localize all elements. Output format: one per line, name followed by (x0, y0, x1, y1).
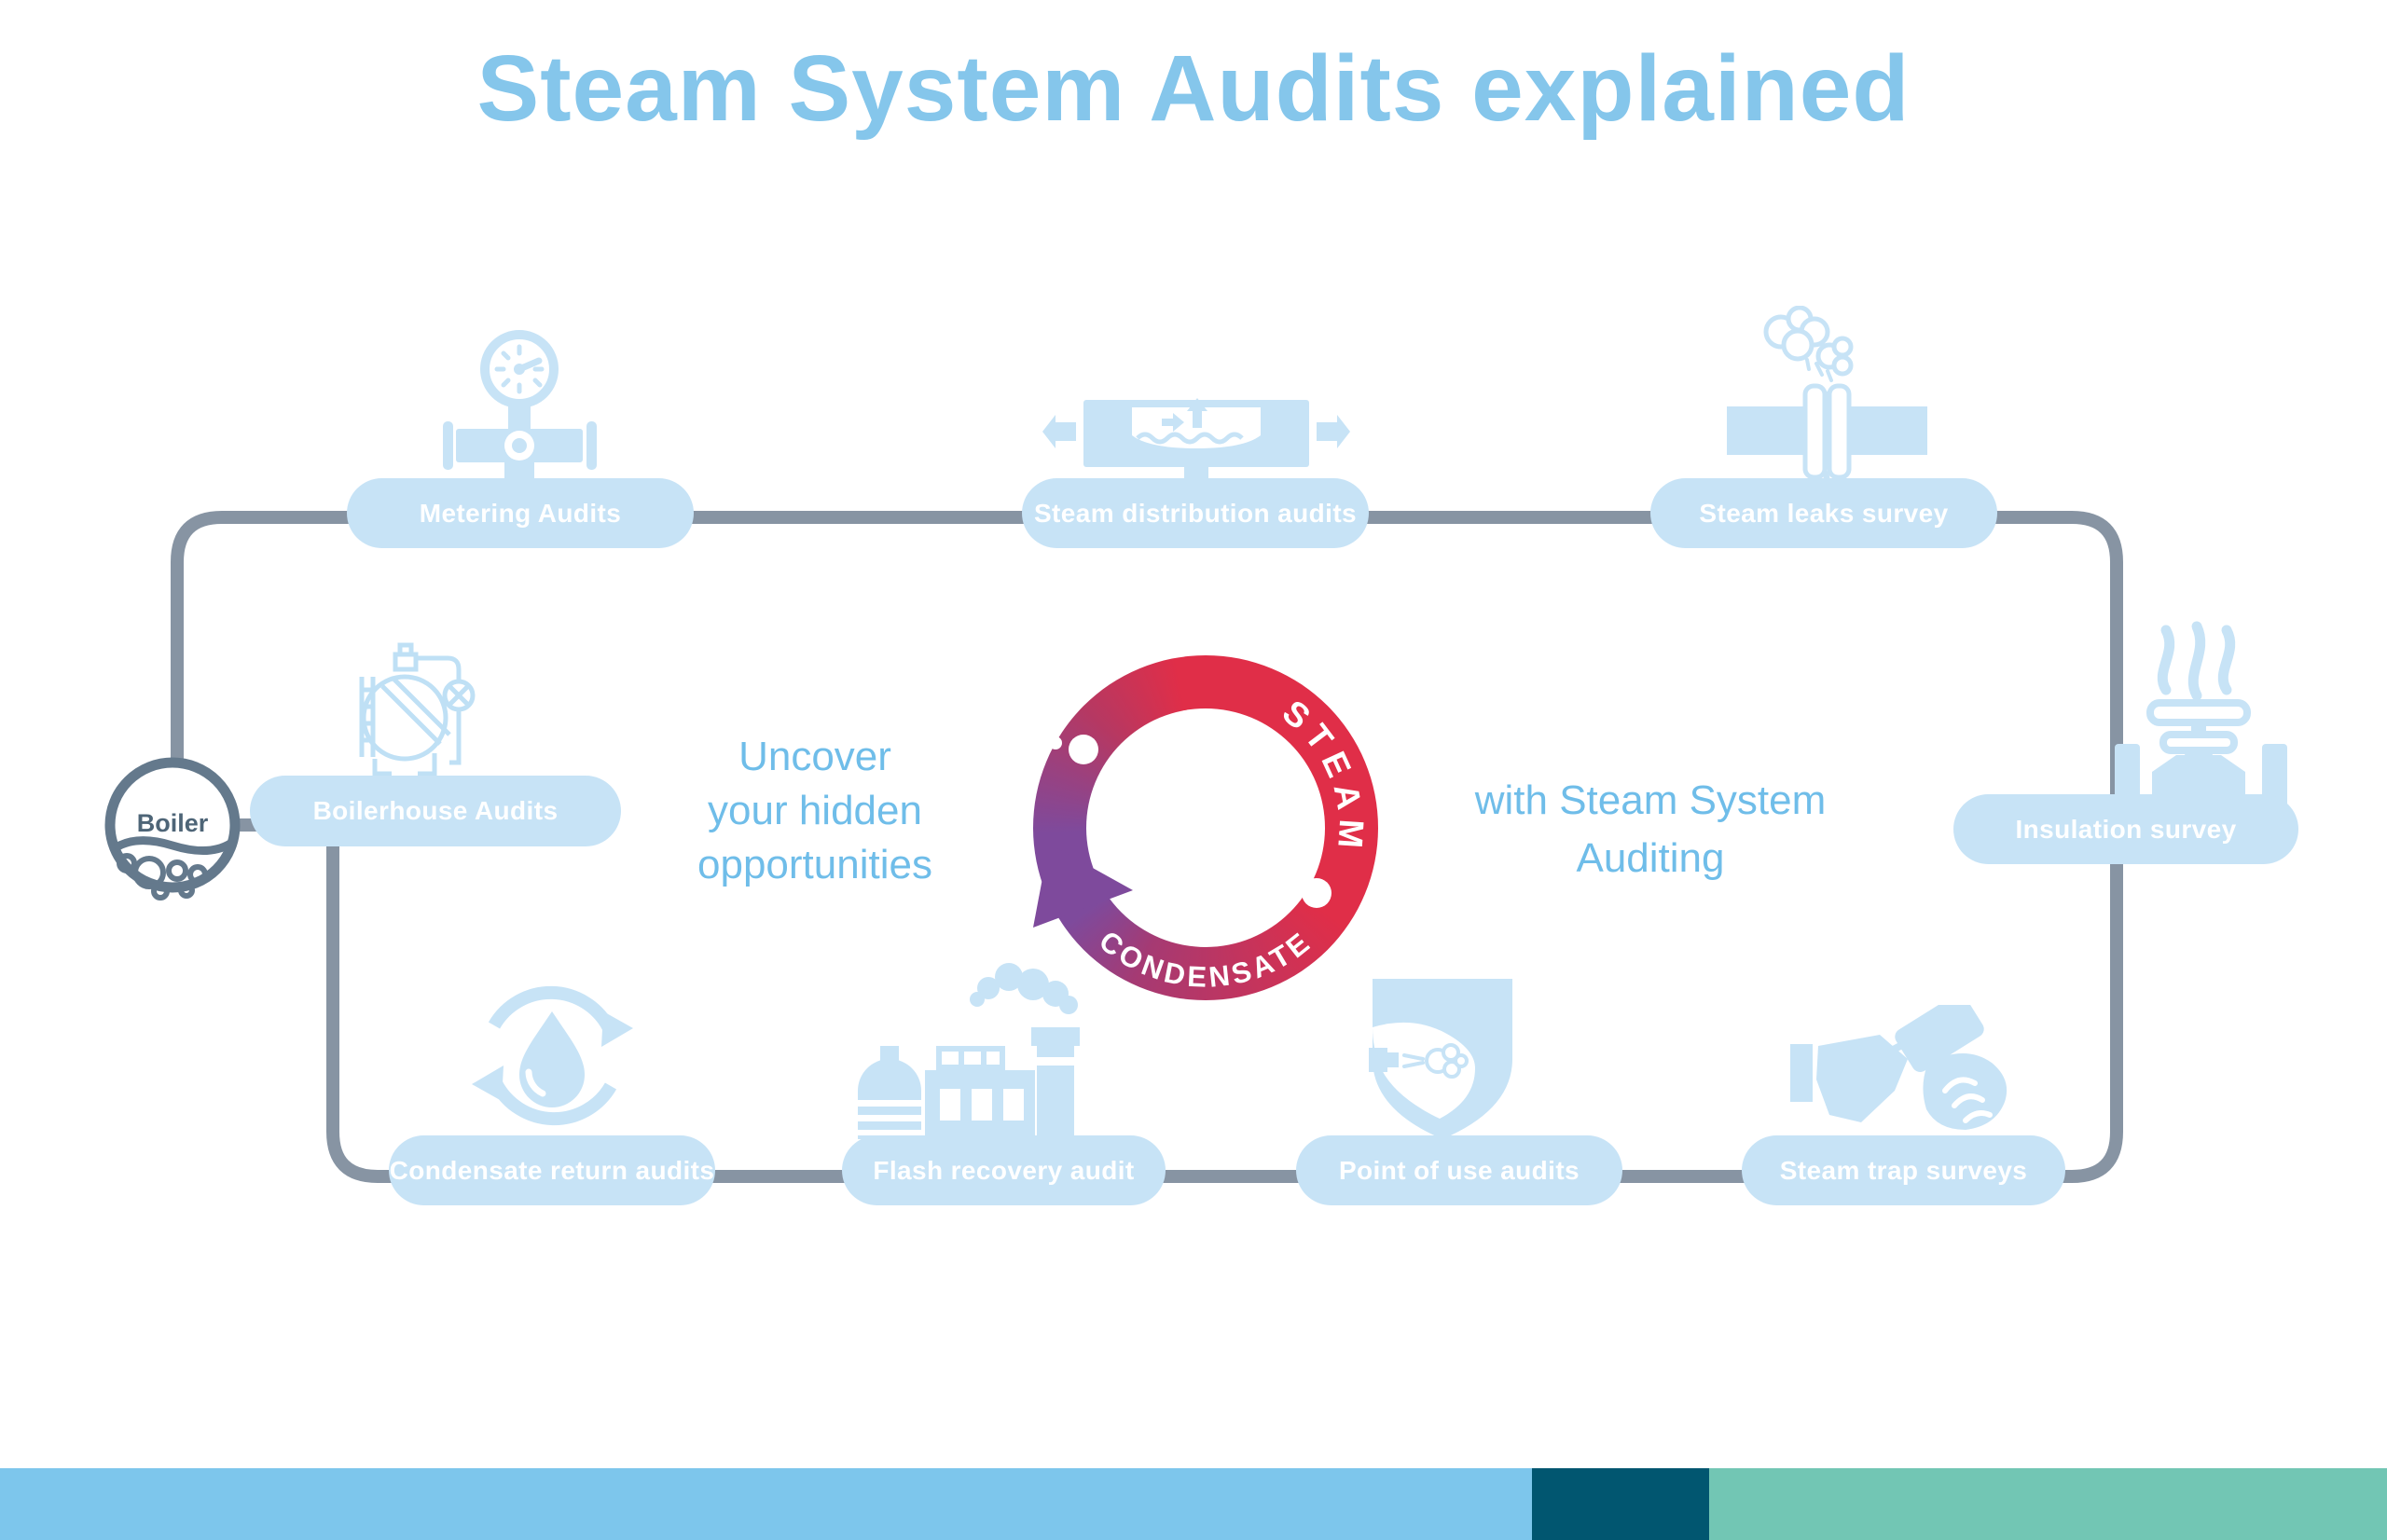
pill-condensate-return: Condensate return audits (389, 1135, 715, 1205)
trap-tester-icon (1790, 1005, 2008, 1130)
pill-steam-trap-surveys: Steam trap surveys (1742, 1135, 2065, 1205)
shield-steam-icon (1369, 979, 1512, 1139)
pill-label: Steam leaks survey (1699, 498, 1949, 528)
footer-bar-lightblue (0, 1468, 1532, 1540)
separator-pipe-icon (1042, 398, 1350, 480)
boiler-vessel: Boiler (104, 757, 241, 901)
pill-flash-recovery-audit: Flash recovery audit (842, 1135, 1166, 1205)
boiler-outline-icon (359, 642, 476, 777)
page-title: Steam System Audits explained (476, 36, 1911, 141)
leaking-flange-icon (1727, 306, 1927, 484)
pill-steam-leaks-survey: Steam leaks survey (1650, 478, 1997, 548)
pill-point-of-use-audits: Point of use audits (1296, 1135, 1622, 1205)
cycle-inner-disc (1086, 708, 1325, 947)
pill-label: Flash recovery audit (873, 1155, 1135, 1185)
left-message-line: your hidden (708, 788, 922, 833)
factory-icon (858, 963, 1080, 1139)
pill-label: Insulation survey (2015, 814, 2237, 844)
svg-text:CONDENSATE: CONDENSATE (1093, 925, 1318, 994)
pressure-gauge-icon (443, 330, 597, 480)
pill-label: Boilerhouse Audits (312, 796, 559, 825)
pill-label: Point of use audits (1338, 1155, 1580, 1185)
hot-valve-icon (2115, 621, 2287, 815)
trap-symbol-dot (1049, 736, 1062, 749)
boiler-label: Boiler (137, 809, 209, 837)
left-message: Uncover your hidden opportunities (619, 730, 1011, 892)
right-message: with Steam System Auditing (1417, 772, 1883, 887)
pill-insulation-survey: Insulation survey (1953, 794, 2298, 864)
footer-bar-green (1709, 1468, 2387, 1540)
pill-label: Steam trap surveys (1779, 1155, 2028, 1185)
condensate-arc-label: CONDENSATE (1093, 925, 1314, 994)
cycle-overlay: STEAM CONDENSATE (1033, 693, 1372, 994)
pill-boilerhouse-audits: Boilerhouse Audits (250, 776, 621, 846)
steam-arc-label: STEAM (1276, 693, 1364, 857)
pill-label: Metering Audits (419, 498, 622, 528)
pill-label: Condensate return audits (389, 1155, 715, 1185)
trap-symbol-icon (1069, 735, 1098, 764)
trap-symbol-icon (1302, 878, 1331, 908)
right-message-line: with Steam System (1474, 777, 1827, 823)
cycle-arrowhead (1033, 844, 1133, 928)
left-message-line: Uncover (738, 734, 891, 779)
steam-condensate-cycle: STEAM CONDENSATE (1033, 655, 1378, 1000)
pill-metering-audits: Metering Audits (347, 478, 694, 548)
pill-label: Steam distribution audits (1033, 498, 1358, 528)
svg-text:STEAM: STEAM (1276, 693, 1372, 857)
footer-bar-darkteal (1532, 1468, 1709, 1540)
pill-steam-distribution: Steam distribution audits (1022, 478, 1369, 548)
recycle-droplet-icon (472, 985, 633, 1126)
trap-symbol-dot (1286, 883, 1299, 896)
right-message-line: Auditing (1576, 835, 1725, 881)
left-message-line: opportunities (697, 842, 932, 887)
